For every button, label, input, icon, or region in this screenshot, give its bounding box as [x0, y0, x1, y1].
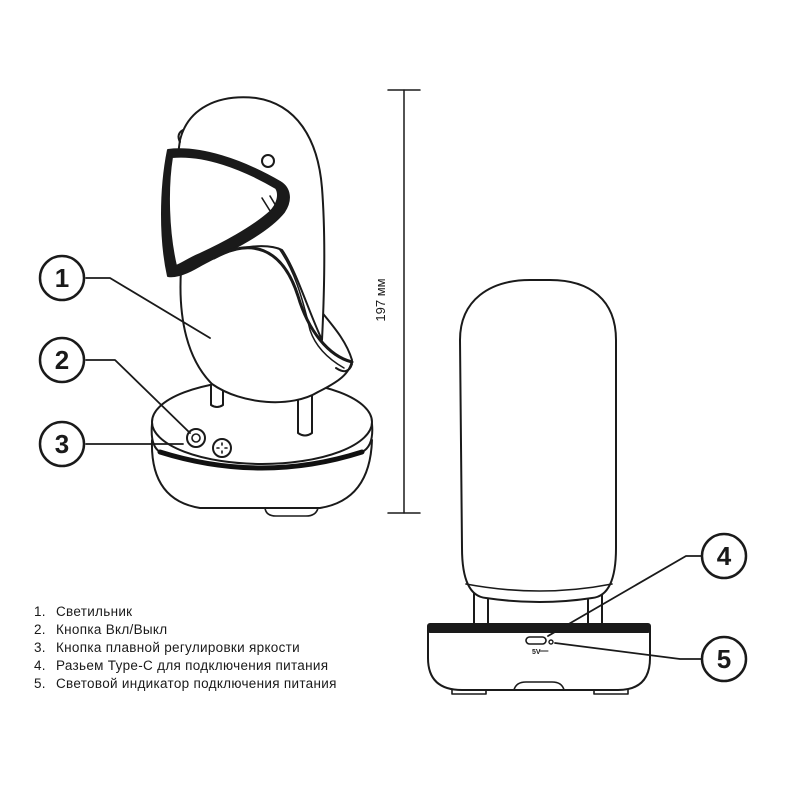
base-rim-band	[157, 449, 365, 471]
beak-tip	[261, 195, 277, 215]
callout-5: 5	[700, 635, 748, 683]
legend-item-number: 4.	[34, 658, 46, 673]
legend-item-number: 2.	[34, 622, 46, 637]
callout-2: 2	[38, 336, 86, 384]
legend-item-text: Световой индикатор подключения питания	[56, 676, 337, 691]
leg-right	[297, 394, 313, 437]
brightness-button-icon	[212, 438, 232, 458]
head-back-notch	[177, 129, 184, 143]
power-indicator-led	[548, 639, 554, 645]
port-label: 5V	[532, 649, 541, 656]
wing-seam	[212, 246, 354, 364]
beak	[167, 155, 279, 267]
power-button-icon	[186, 428, 206, 448]
callout-leaders-right	[547, 555, 703, 660]
callout-2-label: 2	[55, 345, 69, 375]
legend-item-text: Разьем Type-C для подключения питания	[56, 658, 329, 673]
rear-body-seam	[465, 583, 613, 592]
legend-item: 2. Кнопка Вкл/Выкл	[34, 621, 337, 639]
callout-3-label: 3	[55, 429, 69, 459]
bird-lamp-side-view	[150, 96, 374, 517]
height-dimension	[387, 89, 421, 514]
legend-item: 3. Кнопка плавной регулировки яркости	[34, 639, 337, 657]
callout-1-label: 1	[55, 263, 69, 293]
rear-base-feet	[451, 689, 629, 695]
callout-1: 1	[38, 254, 86, 302]
legend-item: 5. Световой индикатор подключения питания	[34, 675, 337, 693]
callout-3: 3	[38, 420, 86, 468]
leg-left	[210, 384, 224, 408]
legend-item-text: Светильник	[56, 604, 133, 619]
usb-c-port-icon	[525, 636, 547, 645]
legend-item-text: Кнопка Вкл/Выкл	[56, 622, 168, 637]
legend-list: 1. Светильник 2. Кнопка Вкл/Выкл 3. Кнопка …	[34, 603, 337, 693]
callout-4: 4	[700, 532, 748, 580]
legend-item: 4. Разьем Type-C для подключения питания	[34, 657, 337, 675]
rear-base-top	[427, 623, 651, 633]
legend-item: 1. Светильник	[34, 603, 337, 621]
callout-5-label: 5	[717, 644, 731, 674]
wing-seam-inner	[279, 249, 345, 369]
rear-base-bottom-slot	[513, 681, 565, 691]
tail	[335, 363, 353, 373]
lamp-back-view: 5V	[427, 279, 651, 695]
legend-item-number: 1.	[34, 604, 46, 619]
base-bottom-detail	[264, 507, 319, 517]
legend-item-text: Кнопка плавной регулировки яркости	[56, 640, 300, 655]
eye	[261, 154, 275, 168]
callout-4-label: 4	[717, 541, 732, 571]
legend-item-number: 3.	[34, 640, 46, 655]
legend-item-number: 5.	[34, 676, 46, 691]
rear-body	[459, 279, 617, 603]
callout-leaders-left	[85, 277, 211, 445]
height-dimension-label: 197 мм	[373, 278, 388, 321]
rear-base	[427, 627, 651, 691]
lamp-body	[179, 242, 353, 404]
